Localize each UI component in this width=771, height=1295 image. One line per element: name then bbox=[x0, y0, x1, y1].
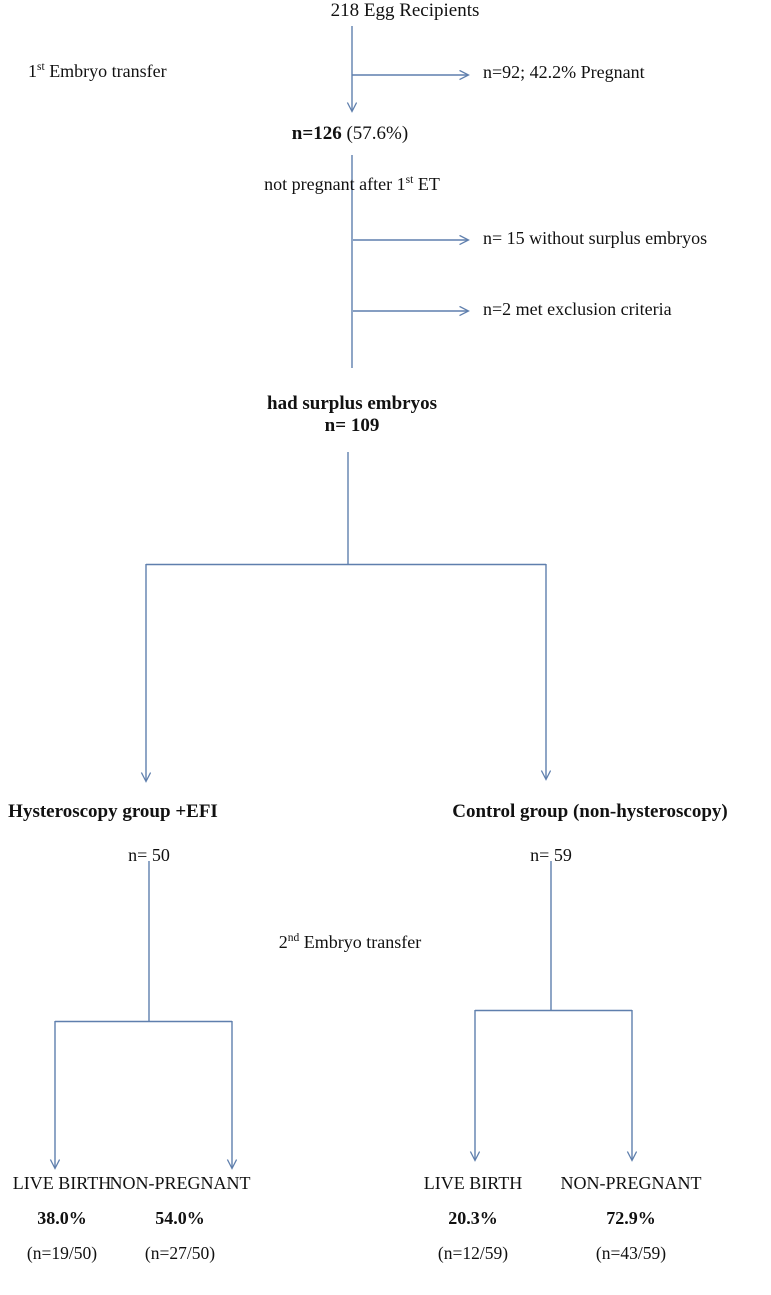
outcome-hyst-live-birth-percent: 38.0% bbox=[37, 1208, 87, 1229]
second-embryo-transfer-ordinal-suffix: nd bbox=[287, 932, 300, 944]
first-embryo-transfer-ordinal-suffix: st bbox=[37, 61, 45, 73]
outcome-control-non-pregnant-percent: 72.9% bbox=[606, 1208, 656, 1229]
second-embryo-transfer-ordinal: 2 bbox=[278, 932, 288, 952]
second-embryo-transfer-text: Embryo transfer bbox=[299, 932, 422, 952]
group-hysteroscopy-count-value: n= 50 bbox=[128, 845, 170, 865]
not-pregnant-desc-ordinal-suffix: st bbox=[405, 174, 414, 186]
node-group-control: Control group (non-hysteroscopy) bbox=[452, 801, 728, 823]
node-second-embryo-transfer-label: 2nd Embryo transfer bbox=[279, 932, 421, 953]
node-outcome-control-non-pregnant: NON-PREGNANT 72.9% (n=43/59) bbox=[561, 1173, 702, 1264]
node-group-control-count: n= 59 bbox=[530, 845, 572, 866]
node-total-recipients: 218 Egg Recipients bbox=[331, 0, 480, 22]
node-had-surplus-embryos: had surplus embryos n= 109 bbox=[267, 393, 437, 438]
node-not-pregnant-count: n=126 (57.6%) bbox=[292, 123, 408, 145]
not-pregnant-count-percent: (57.6%) bbox=[341, 123, 409, 144]
had-surplus-embryos-count: n= 109 bbox=[324, 415, 380, 437]
node-not-pregnant-description: not pregnant after 1st ET bbox=[264, 174, 440, 195]
outcome-hyst-live-birth-fraction: (n=19/50) bbox=[26, 1243, 98, 1264]
node-group-hysteroscopy: Hysteroscopy group +EFI bbox=[8, 801, 218, 823]
outcome-control-non-pregnant-label: NON-PREGNANT bbox=[560, 1173, 702, 1193]
had-surplus-embryos-title: had surplus embryos bbox=[267, 393, 437, 414]
node-outcome-hyst-live-birth: LIVE BIRTH 38.0% (n=19/50) bbox=[13, 1173, 111, 1264]
not-pregnant-desc-tail: ET bbox=[413, 174, 440, 194]
outcome-control-non-pregnant-fraction: (n=43/59) bbox=[595, 1243, 667, 1264]
outcome-hyst-non-pregnant-fraction: (n=27/50) bbox=[144, 1243, 216, 1264]
node-pregnant-after-first-et: n=92; 42.2% Pregnant bbox=[483, 62, 645, 83]
outcome-hyst-non-pregnant-label: NON-PREGNANT bbox=[109, 1173, 251, 1193]
group-control-count-value: n= 59 bbox=[530, 845, 572, 865]
excluded-no-surplus-label: n= 15 without surplus embryos bbox=[483, 228, 708, 248]
node-group-hysteroscopy-count: n= 50 bbox=[128, 845, 170, 866]
node-outcome-hyst-non-pregnant: NON-PREGNANT 54.0% (n=27/50) bbox=[110, 1173, 251, 1264]
group-control-label: Control group (non-hysteroscopy) bbox=[452, 801, 728, 822]
outcome-hyst-live-birth-label: LIVE BIRTH bbox=[12, 1173, 112, 1193]
node-excluded-exclusion-criteria: n=2 met exclusion criteria bbox=[483, 299, 672, 320]
outcome-control-live-birth-percent: 20.3% bbox=[448, 1208, 498, 1229]
node-first-embryo-transfer-label: 1st Embryo transfer bbox=[28, 61, 167, 82]
pregnant-branch-label: n=92; 42.2% Pregnant bbox=[483, 62, 645, 82]
outcome-control-live-birth-fraction: (n=12/59) bbox=[437, 1243, 509, 1264]
total-recipients-label: 218 Egg Recipients bbox=[330, 0, 480, 21]
not-pregnant-desc-text: not pregnant after 1 bbox=[264, 174, 406, 194]
outcome-hyst-non-pregnant-percent: 54.0% bbox=[155, 1208, 205, 1229]
first-embryo-transfer-text: Embryo transfer bbox=[44, 61, 167, 81]
outcome-control-live-birth-label: LIVE BIRTH bbox=[423, 1173, 523, 1193]
excluded-criteria-label: n=2 met exclusion criteria bbox=[483, 299, 672, 319]
not-pregnant-count-value: n=126 bbox=[291, 123, 342, 144]
node-excluded-no-surplus-embryos: n= 15 without surplus embryos bbox=[483, 228, 707, 249]
group-hysteroscopy-label: Hysteroscopy group +EFI bbox=[8, 801, 218, 822]
first-embryo-transfer-ordinal: 1 bbox=[28, 61, 37, 81]
node-outcome-control-live-birth: LIVE BIRTH 20.3% (n=12/59) bbox=[424, 1173, 522, 1264]
